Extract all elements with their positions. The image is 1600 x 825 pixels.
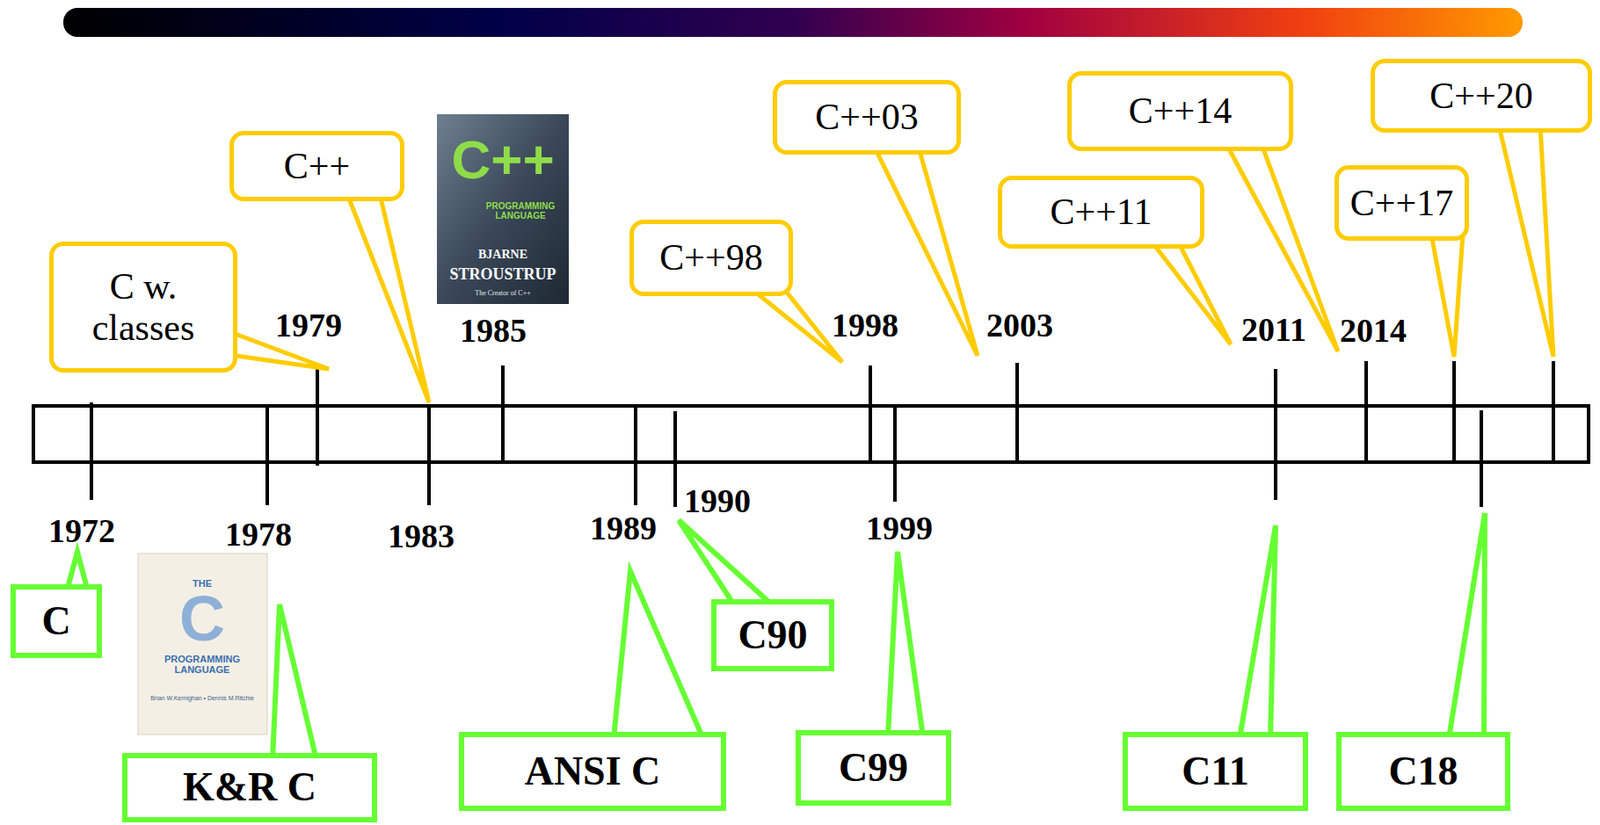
callout-text: C w. classes (72, 266, 214, 348)
year-label: 1989 (589, 510, 657, 548)
cover-author: BJARNE (478, 247, 528, 262)
year-label: 1978 (225, 516, 292, 554)
year-label: 1979 (275, 307, 342, 345)
callout-text: C++17 (1350, 182, 1454, 224)
cpp-version-callout: C++98 (629, 219, 793, 297)
callout-text: C++98 (659, 237, 763, 278)
year-label: 2011 (1241, 312, 1307, 350)
cpp-version-callout: C++03 (772, 80, 961, 155)
cpp-book-cover (436, 114, 569, 305)
c-version-callout: K&R C (122, 753, 378, 823)
callout-text: ANSI C (524, 749, 662, 795)
kr-book-cover (138, 553, 268, 735)
cover-author: Brian W.Kernighan • Dennis M.Ritchie (140, 695, 264, 703)
callout-text: C++ (283, 145, 350, 187)
callout-text: C11 (1181, 749, 1250, 795)
cover-text: The Creator of C++ (474, 290, 531, 299)
cpp-version-callout: C++11 (997, 175, 1205, 249)
cover-text: PROGRAMMING LANGUAGE (158, 654, 247, 676)
cover-author: STROUSTRUP (449, 266, 556, 284)
year-label: 1999 (865, 510, 933, 548)
year-label: 1985 (459, 312, 527, 350)
callout-text: C++11 (1050, 191, 1153, 233)
callout-text: C++20 (1429, 75, 1533, 117)
cover-title: C (179, 584, 226, 655)
callout-text: C++14 (1128, 90, 1232, 131)
year-label: 2003 (986, 307, 1054, 345)
callout-text: C++03 (814, 96, 918, 138)
cpp-version-callout: C++20 (1370, 58, 1593, 133)
c-version-callout: ANSI C (458, 732, 727, 812)
c-version-callout: C90 (711, 599, 835, 672)
cover-text: PROGRAMMING LANGUAGE (485, 201, 556, 221)
c-version-callout: C (10, 584, 102, 659)
year-label: 2014 (1339, 312, 1407, 350)
year-label: 1983 (387, 518, 455, 556)
callout-text: C (41, 599, 71, 645)
callout-text: C90 (737, 613, 808, 659)
year-label: 1972 (48, 513, 116, 551)
header-bar (63, 7, 1523, 37)
cpp-version-callout: C++14 (1067, 71, 1294, 152)
cpp-version-callout: C++17 (1334, 165, 1470, 241)
c-version-callout: C99 (795, 730, 952, 807)
callout-text: K&R C (182, 765, 317, 811)
timeline-ticks (91, 361, 1554, 508)
year-label: 1990 (683, 483, 751, 521)
cpp-version-callout: C++ (229, 130, 405, 202)
cpp-callout-tails (230, 125, 1554, 403)
c-version-callout: C18 (1336, 732, 1511, 812)
callout-text: C99 (838, 746, 909, 792)
c-version-callout: C11 (1122, 732, 1309, 812)
cpp-version-callout: C w. classes (49, 241, 238, 373)
year-label: 1998 (831, 307, 899, 345)
callout-text: C18 (1388, 749, 1458, 795)
cover-title: C++ (450, 130, 554, 190)
c-callout-tails (66, 513, 1485, 761)
